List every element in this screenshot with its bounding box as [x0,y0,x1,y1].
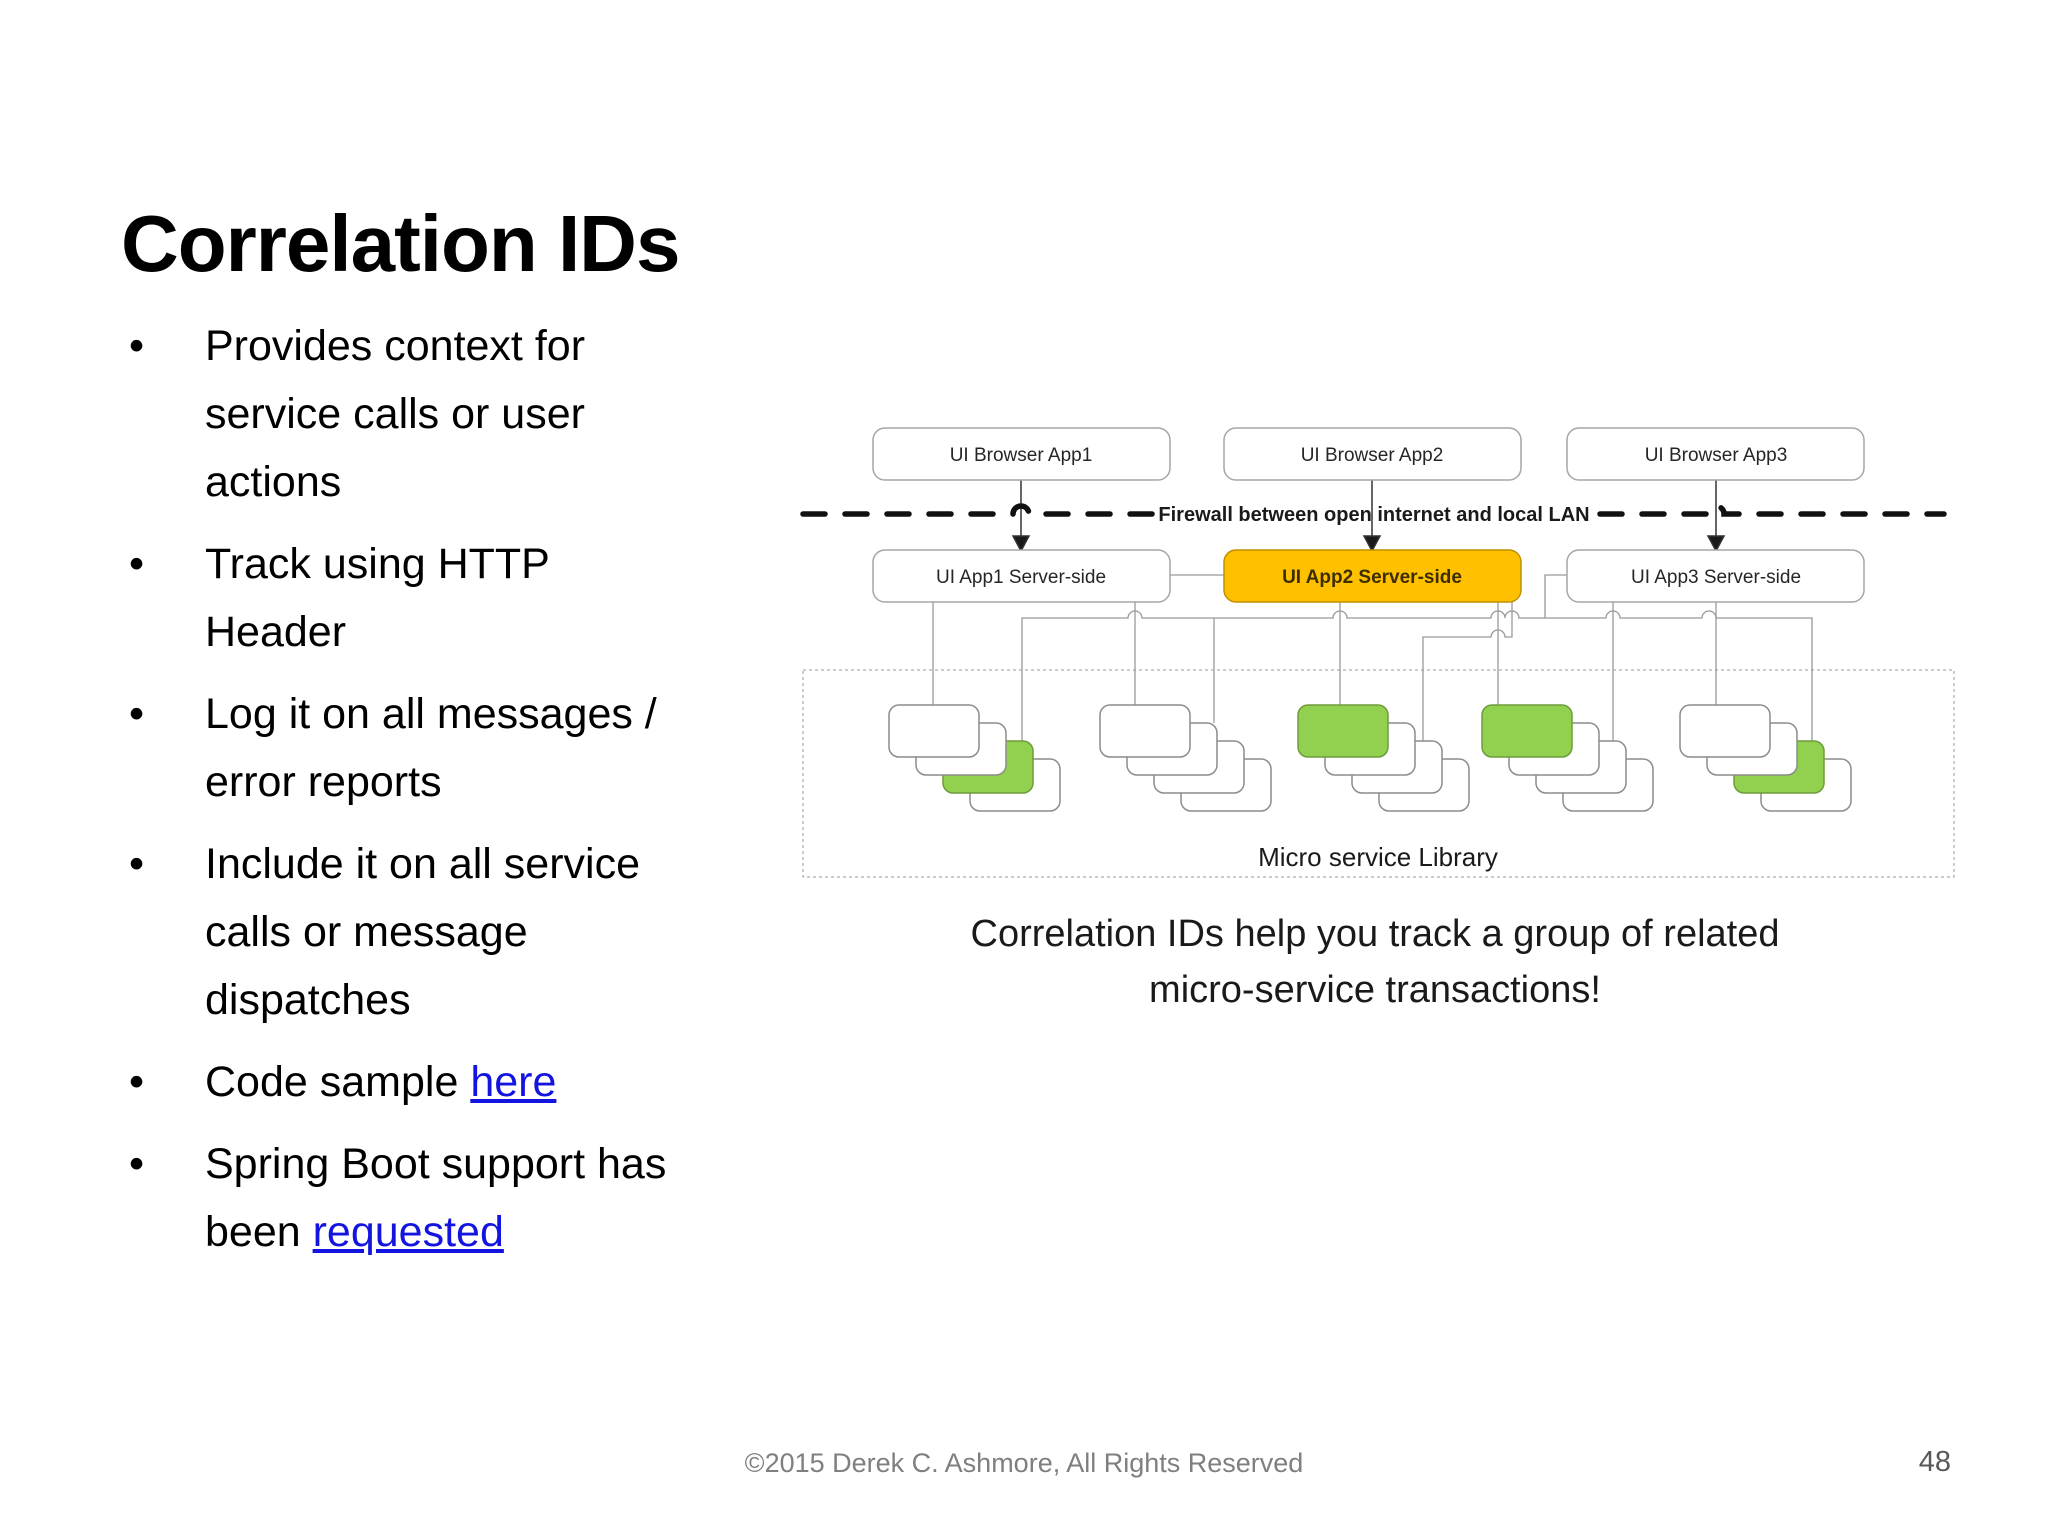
list-item: Provides context for service calls or us… [123,312,723,516]
highlighted-service-card [1297,704,1389,758]
connector-lines [932,574,1813,759]
browser-box-1-label: UI Browser App1 [950,445,1093,466]
highlighted-service-card [1481,704,1573,758]
browser-box-2-label: UI Browser App2 [1301,445,1444,466]
caption-line-2: micro-service transactions! [1149,969,1601,1011]
browser-box-1: UI Browser App1 [872,427,1171,481]
browser-box-3-label: UI Browser App3 [1645,445,1788,466]
server-box-3-label: UI App3 Server-side [1631,567,1801,588]
copyright-footer: ©2015 Derek C. Ashmore, All Rights Reser… [744,1448,1304,1478]
server-box-2-label: UI App2 Server-side [1282,567,1462,588]
code-sample-link[interactable]: here [470,1058,557,1106]
browser-box-3: UI Browser App3 [1566,427,1865,481]
list-item: Include it on all service calls or messa… [123,830,723,1034]
list-item: Code sample here [123,1048,723,1116]
spring-boot-request-link[interactable]: requested [312,1208,504,1256]
bullet-text: Provides context for service calls or us… [205,322,586,506]
browser-box-2: UI Browser App2 [1223,427,1522,481]
list-item: Track using HTTP Header [123,530,723,666]
page-number: 48 [1918,1446,1951,1478]
list-item: Log it on all messages / error reports [123,680,723,816]
library-label: Micro service Library [1258,842,1498,872]
caption-line-1: Correlation IDs help you track a group o… [970,913,1780,955]
bullet-text: Include it on all service calls or messa… [205,840,640,1024]
request-arrows [1011,480,1726,553]
service-card-group-4 [1481,704,1654,812]
server-box-1: UI App1 Server-side [872,549,1171,603]
service-card-group-2 [1099,704,1272,812]
server-box-1-label: UI App1 Server-side [936,567,1106,588]
firewall-label: Firewall between open internet and local… [1158,504,1589,526]
page-title: Correlation IDs [121,199,680,288]
bullet-text: Track using HTTP Header [205,540,550,656]
bullet-list: Provides context for service calls or us… [123,312,723,1280]
firewall-line [800,503,1947,517]
bullet-text: Spring Boot support has been [205,1140,667,1256]
bullet-text: Code sample [205,1058,471,1106]
bullet-text: Log it on all messages / error reports [205,690,657,806]
server-box-3: UI App3 Server-side [1566,549,1865,603]
diagram-caption: Correlation IDs help you track a group o… [820,906,1930,1018]
service-card-group-3 [1297,704,1470,812]
service-card-group-5 [1679,704,1852,812]
server-box-2-highlighted: UI App2 Server-side [1223,549,1522,603]
list-item: Spring Boot support has been requested [123,1130,723,1266]
library-container [802,669,1955,878]
service-card-group-1 [888,704,1061,812]
